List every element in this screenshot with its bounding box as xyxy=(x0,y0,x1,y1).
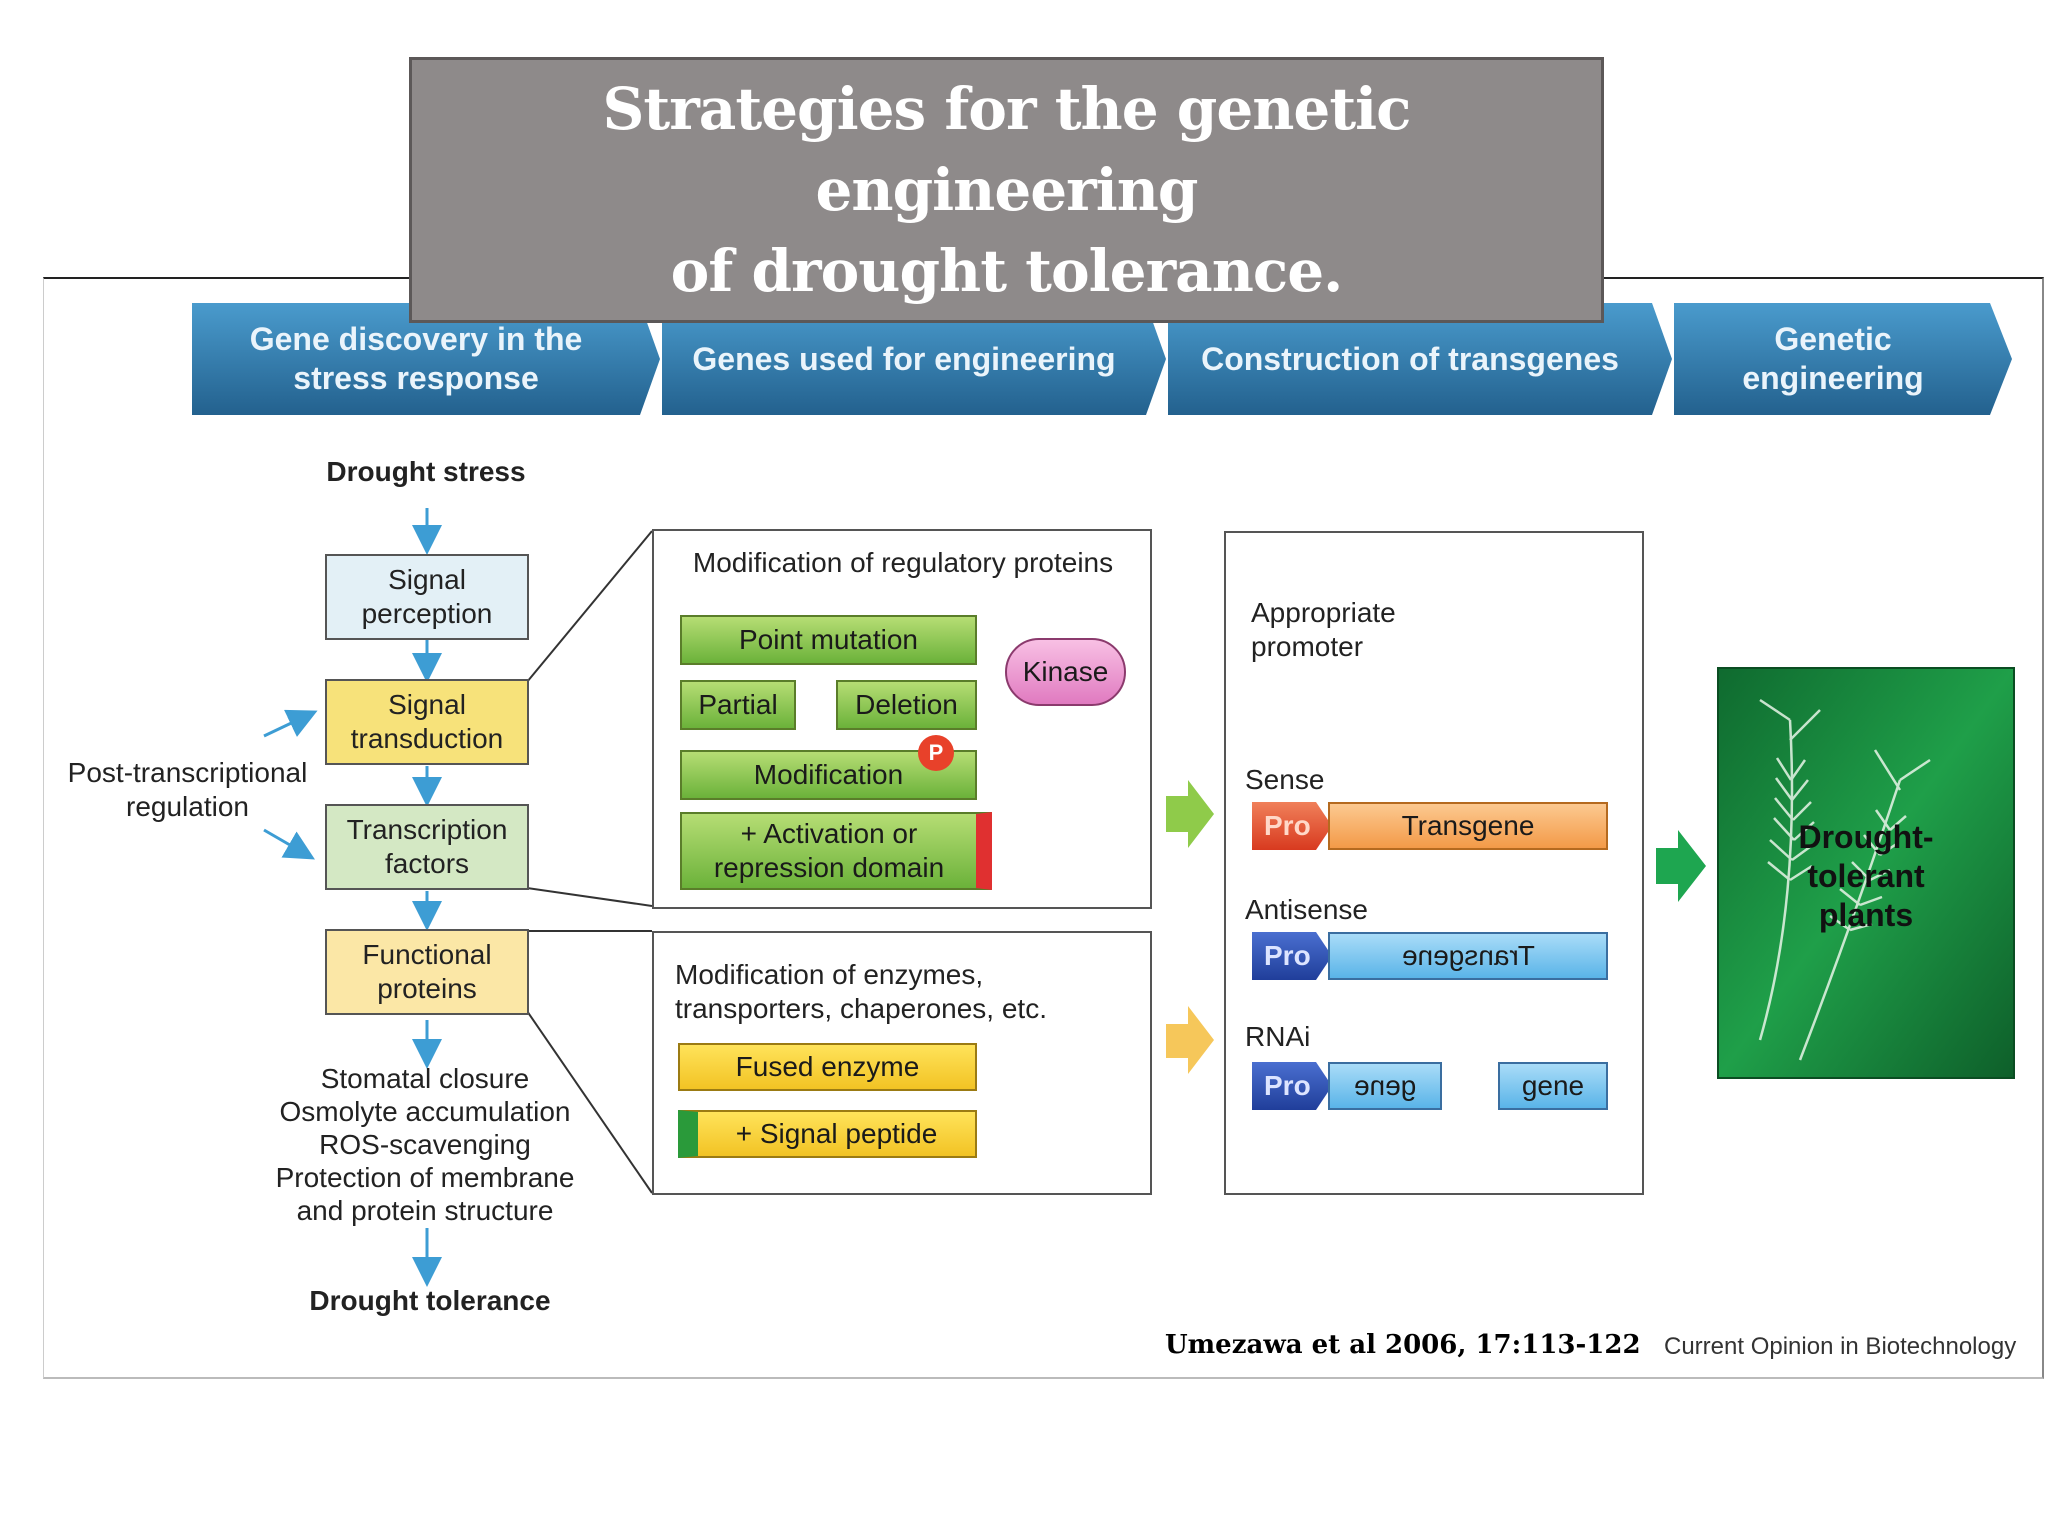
rnai-promoter: Pro xyxy=(1252,1062,1332,1110)
phosphate-badge: P xyxy=(918,735,954,771)
citation: Umezawa et al 2006, 17:113-122 xyxy=(1165,1330,1641,1360)
rnai-gene-inverted: gene xyxy=(1328,1062,1442,1110)
wheat-illustration xyxy=(1758,698,1931,1061)
signal-transduction-box: Signal transduction xyxy=(325,679,529,765)
sense-transgene: Transgene xyxy=(1328,802,1608,850)
sense-label: Sense xyxy=(1245,764,1325,795)
sense-promoter: Pro xyxy=(1252,802,1332,850)
functional-proteins-box: Functional proteins xyxy=(325,929,529,1015)
stage-genetic-engineering: Genetic engineering xyxy=(1742,321,1924,396)
outcome-item: and protein structure xyxy=(296,1195,554,1226)
yellow-arrow xyxy=(1166,1006,1214,1074)
post-transcriptional-label: Post-transcriptional regulation xyxy=(67,757,308,822)
kinase-ellipse: Kinase xyxy=(1005,638,1126,706)
antisense-transgene-text: Transgene xyxy=(1401,940,1535,971)
connector-line xyxy=(526,887,653,907)
rnai-label: RNAi xyxy=(1245,1021,1311,1052)
partial-bar: Partial xyxy=(680,680,796,730)
stage-gene-discovery: Gene discovery in the stress response xyxy=(249,321,583,396)
stage-construction: Construction of transgenes xyxy=(1201,340,1619,377)
title-box: Strategies for the genetic engineering o… xyxy=(409,57,1604,323)
point-mutation-bar: Point mutation xyxy=(680,615,977,665)
antisense-transgene: Transgene xyxy=(1328,932,1608,980)
deletion-bar: Deletion xyxy=(836,680,977,730)
page-title: Strategies for the genetic engineering o… xyxy=(602,74,1412,305)
antisense-label: Antisense xyxy=(1245,894,1368,925)
post-arrow-up xyxy=(263,709,318,738)
promoter-label: Appropriate promoter xyxy=(1251,597,1396,662)
transcription-factors-box: Transcription factors xyxy=(325,804,529,890)
outcome-item: Osmolyte accumulation xyxy=(279,1096,571,1127)
drought-tolerance-label: Drought tolerance xyxy=(309,1285,551,1316)
antisense-promoter: Pro xyxy=(1252,932,1332,980)
stage-arrow-4 xyxy=(1674,303,2012,415)
outcome-item: Stomatal closure xyxy=(320,1063,530,1094)
outcome-item: ROS-scavenging xyxy=(319,1129,531,1160)
fused-enzyme-bar: Fused enzyme xyxy=(678,1043,977,1091)
rnai-gene-inverted-text: gene xyxy=(1353,1070,1417,1101)
outcome-item: Protection of membrane xyxy=(275,1162,575,1193)
enzymes-panel-title: Modification of enzymes, transporters, c… xyxy=(675,959,1047,1024)
activation-domain-bar: + Activation or repression domain xyxy=(680,812,992,890)
stage-arrow-1 xyxy=(192,303,660,415)
stage-arrow-2 xyxy=(662,303,1166,415)
drought-stress-label: Drought stress xyxy=(326,456,526,487)
connector-line xyxy=(526,530,653,683)
signal-peptide-bar: + Signal peptide xyxy=(678,1110,977,1158)
regulatory-panel-title: Modification of regulatory proteins xyxy=(692,547,1114,578)
journal-source: Current Opinion in Biotechnology xyxy=(1664,1333,2017,1360)
result-arrow xyxy=(1656,830,1706,902)
drought-tolerant-plants-label: Drought- tolerant plants xyxy=(1798,819,1934,933)
rnai-gene: gene xyxy=(1498,1062,1608,1110)
green-arrow xyxy=(1166,780,1214,848)
stage-arrow-3 xyxy=(1168,303,1672,415)
stage-genes-used: Genes used for engineering xyxy=(692,340,1116,377)
outcomes-list: Stomatal closure Osmolyte accumulation R… xyxy=(250,1062,600,1227)
post-arrow-down xyxy=(263,828,315,860)
signal-perception-box: Signal perception xyxy=(325,554,529,640)
connector-line xyxy=(526,1010,653,1194)
